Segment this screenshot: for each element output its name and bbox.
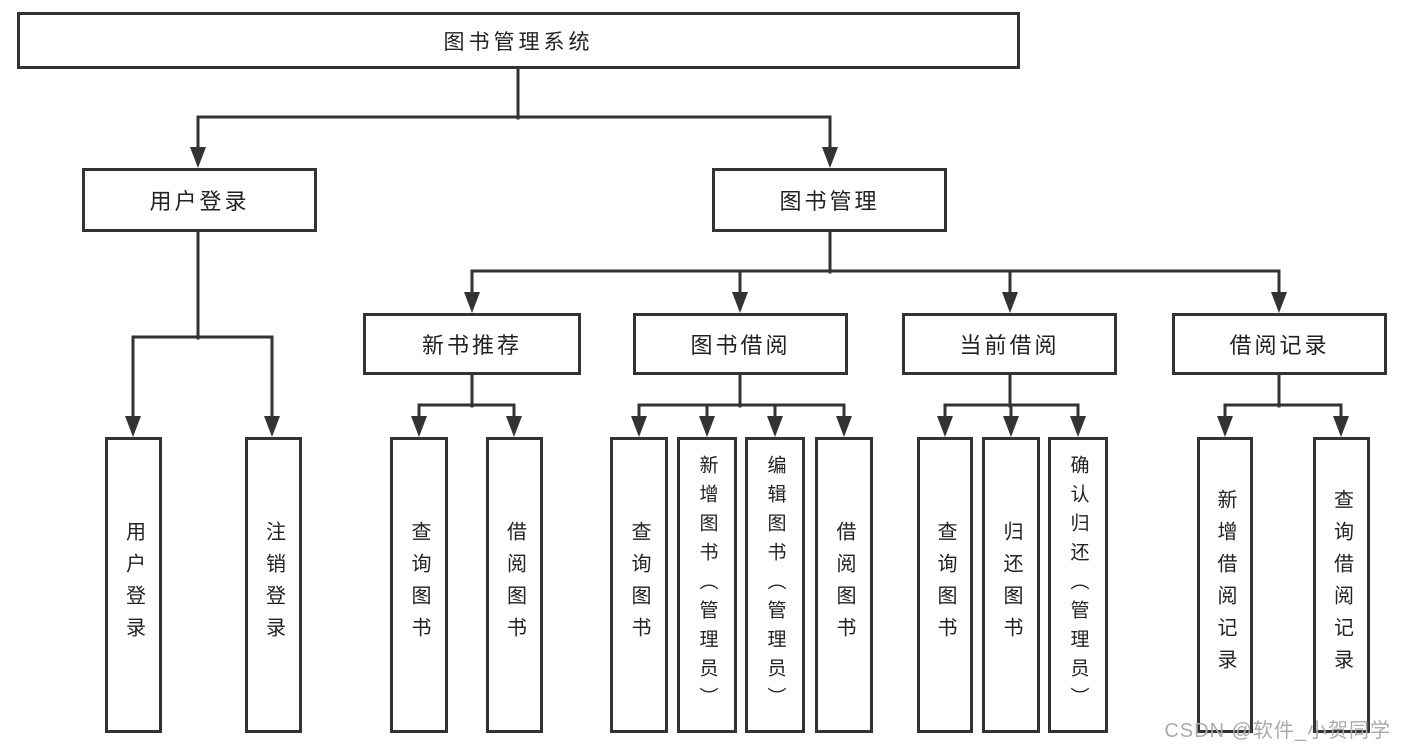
- node-current-borrowing: 当前借阅: [902, 313, 1117, 375]
- leaf-borrow-books-recommend: 借阅图书: [486, 437, 543, 733]
- leaf-user-login: 用户登录: [105, 437, 162, 733]
- arrowhead-bor-borrow: [836, 416, 852, 437]
- node-book-management: 图书管理: [712, 168, 947, 232]
- arrowhead-new-recommend: [464, 292, 480, 313]
- leaf-add-books-admin: 新增图书（管理员）: [677, 437, 737, 733]
- edge-user-login-branch: [131, 335, 274, 420]
- edge-level2-branch: [196, 115, 832, 150]
- watermark: CSDN @软件_小贺同学: [1164, 720, 1391, 742]
- arrowhead-cur-query: [937, 416, 953, 437]
- arrowhead-cur-return: [1003, 416, 1019, 437]
- leaf-query-books-borrowing: 查询图书: [610, 437, 668, 733]
- leaf-add-borrow-record: 新增借阅记录: [1197, 437, 1253, 733]
- arrowhead-borrow-records: [1271, 292, 1287, 313]
- arrowhead-current-borrowing: [1002, 292, 1018, 313]
- arrowhead-bor-query: [631, 416, 647, 437]
- arrowhead-book-management: [822, 147, 838, 168]
- leaf-logout-login: 注销登录: [245, 437, 302, 733]
- arrowhead-rec-add-record: [1217, 416, 1233, 437]
- edge-records-branch: [1223, 403, 1343, 420]
- arrowhead-cur-confirm: [1070, 416, 1086, 437]
- arrowhead-rec-borrow: [506, 416, 522, 437]
- edge-level3-branch: [470, 269, 1281, 296]
- leaf-borrow-books-borrowing: 借阅图书: [815, 437, 873, 733]
- arrowhead-bor-add: [699, 416, 715, 437]
- node-library-system: 图书管理系统: [17, 12, 1020, 69]
- leaf-query-books-current: 查询图书: [917, 437, 973, 733]
- arrowhead-user-login: [190, 147, 206, 168]
- leaf-query-borrow-record: 查询借阅记录: [1313, 437, 1370, 733]
- arrowhead-book-borrowing: [732, 292, 748, 313]
- leaf-return-books: 归还图书: [982, 437, 1040, 733]
- node-user-login: 用户登录: [82, 168, 317, 232]
- edge-new-rec-branch: [417, 403, 516, 420]
- edge-borrowing-branch: [637, 403, 846, 420]
- leaf-edit-books-admin: 编辑图书（管理员）: [745, 437, 805, 733]
- node-new-book-recommend: 新书推荐: [363, 313, 581, 375]
- node-book-borrowing: 图书借阅: [633, 313, 848, 375]
- arrowhead-rec-query-record: [1333, 416, 1349, 437]
- leaf-confirm-return-admin: 确认归还（管理员）: [1048, 437, 1108, 733]
- arrowhead-bor-edit: [767, 416, 783, 437]
- arrowhead-rec-query: [411, 416, 427, 437]
- arrowhead-leaf-user-login: [125, 416, 141, 437]
- arrowhead-leaf-logout: [264, 416, 280, 437]
- leaf-query-books-recommend: 查询图书: [390, 437, 448, 733]
- node-borrow-records: 借阅记录: [1172, 313, 1387, 375]
